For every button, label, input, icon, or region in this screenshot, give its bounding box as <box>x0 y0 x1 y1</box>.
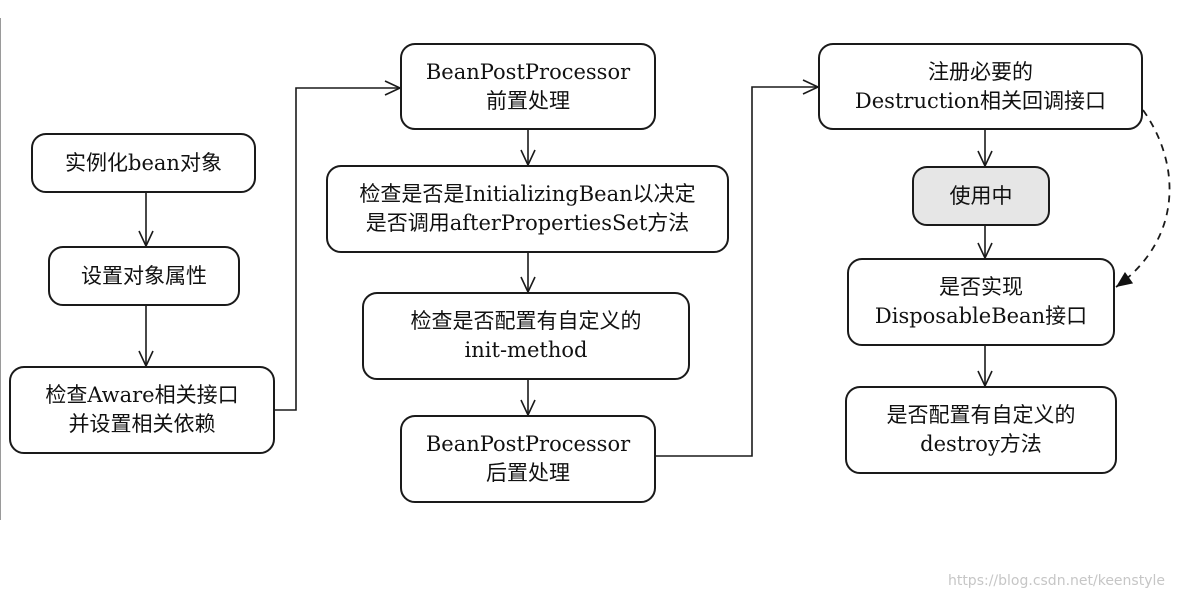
edge-register-destruction-to-disposable-bean <box>1115 109 1171 288</box>
node-instantiate-line-1: 实例化bean对象 <box>65 150 222 175</box>
node-aware-line-2: 并设置相关依赖 <box>68 412 216 436</box>
node-init-method-line-1: 检查是否配置有自定义的 <box>410 309 642 333</box>
node-init-method: 检查是否配置有自定义的 init-method <box>362 292 690 380</box>
node-disposable-bean-line-2: DisposableBean接口 <box>874 304 1088 328</box>
left-border-line <box>0 18 1 520</box>
node-register-destruction: 注册必要的 Destruction相关回调接口 <box>818 43 1143 130</box>
node-initializing-bean-line-1: 检查是否是InitializingBean以决定 <box>359 182 696 206</box>
node-in-use: 使用中 <box>912 166 1050 226</box>
node-bpp-before-line-1: BeanPostProcessor <box>425 59 631 84</box>
node-bpp-before: BeanPostProcessor 前置处理 <box>400 43 656 130</box>
node-set-properties: 设置对象属性 <box>48 246 240 306</box>
node-bpp-after: BeanPostProcessor 后置处理 <box>400 415 656 503</box>
watermark: https://blog.csdn.net/keenstyle <box>947 573 1165 589</box>
node-disposable-bean: 是否实现 DisposableBean接口 <box>847 258 1115 346</box>
node-bpp-after-line-2: 后置处理 <box>486 461 570 485</box>
node-destroy-method: 是否配置有自定义的 destroy方法 <box>845 386 1117 474</box>
node-register-destruction-line-1: 注册必要的 <box>928 59 1033 84</box>
node-register-destruction-line-2: Destruction相关回调接口 <box>854 88 1107 113</box>
node-init-method-line-2: init-method <box>464 338 588 362</box>
node-destroy-method-line-2: destroy方法 <box>920 432 1042 456</box>
node-initializing-bean-line-2: 是否调用afterPropertiesSet方法 <box>365 211 690 235</box>
edge-bpp-after-to-register-destruction <box>656 79 820 457</box>
node-instantiate: 实例化bean对象 <box>31 133 256 193</box>
node-in-use-line-1: 使用中 <box>949 183 1013 208</box>
node-bpp-after-line-1: BeanPostProcessor <box>425 432 631 456</box>
node-aware: 检查Aware相关接口 并设置相关依赖 <box>9 366 275 454</box>
node-bpp-before-line-2: 前置处理 <box>486 88 570 113</box>
node-initializing-bean: 检查是否是InitializingBean以决定 是否调用afterProper… <box>326 165 729 253</box>
node-aware-line-1: 检查Aware相关接口 <box>45 383 239 407</box>
node-destroy-method-line-1: 是否配置有自定义的 <box>886 403 1076 427</box>
node-disposable-bean-line-1: 是否实现 <box>939 275 1023 299</box>
node-set-properties-line-1: 设置对象属性 <box>81 263 207 288</box>
edge-aware-to-bpp-before <box>275 80 402 411</box>
